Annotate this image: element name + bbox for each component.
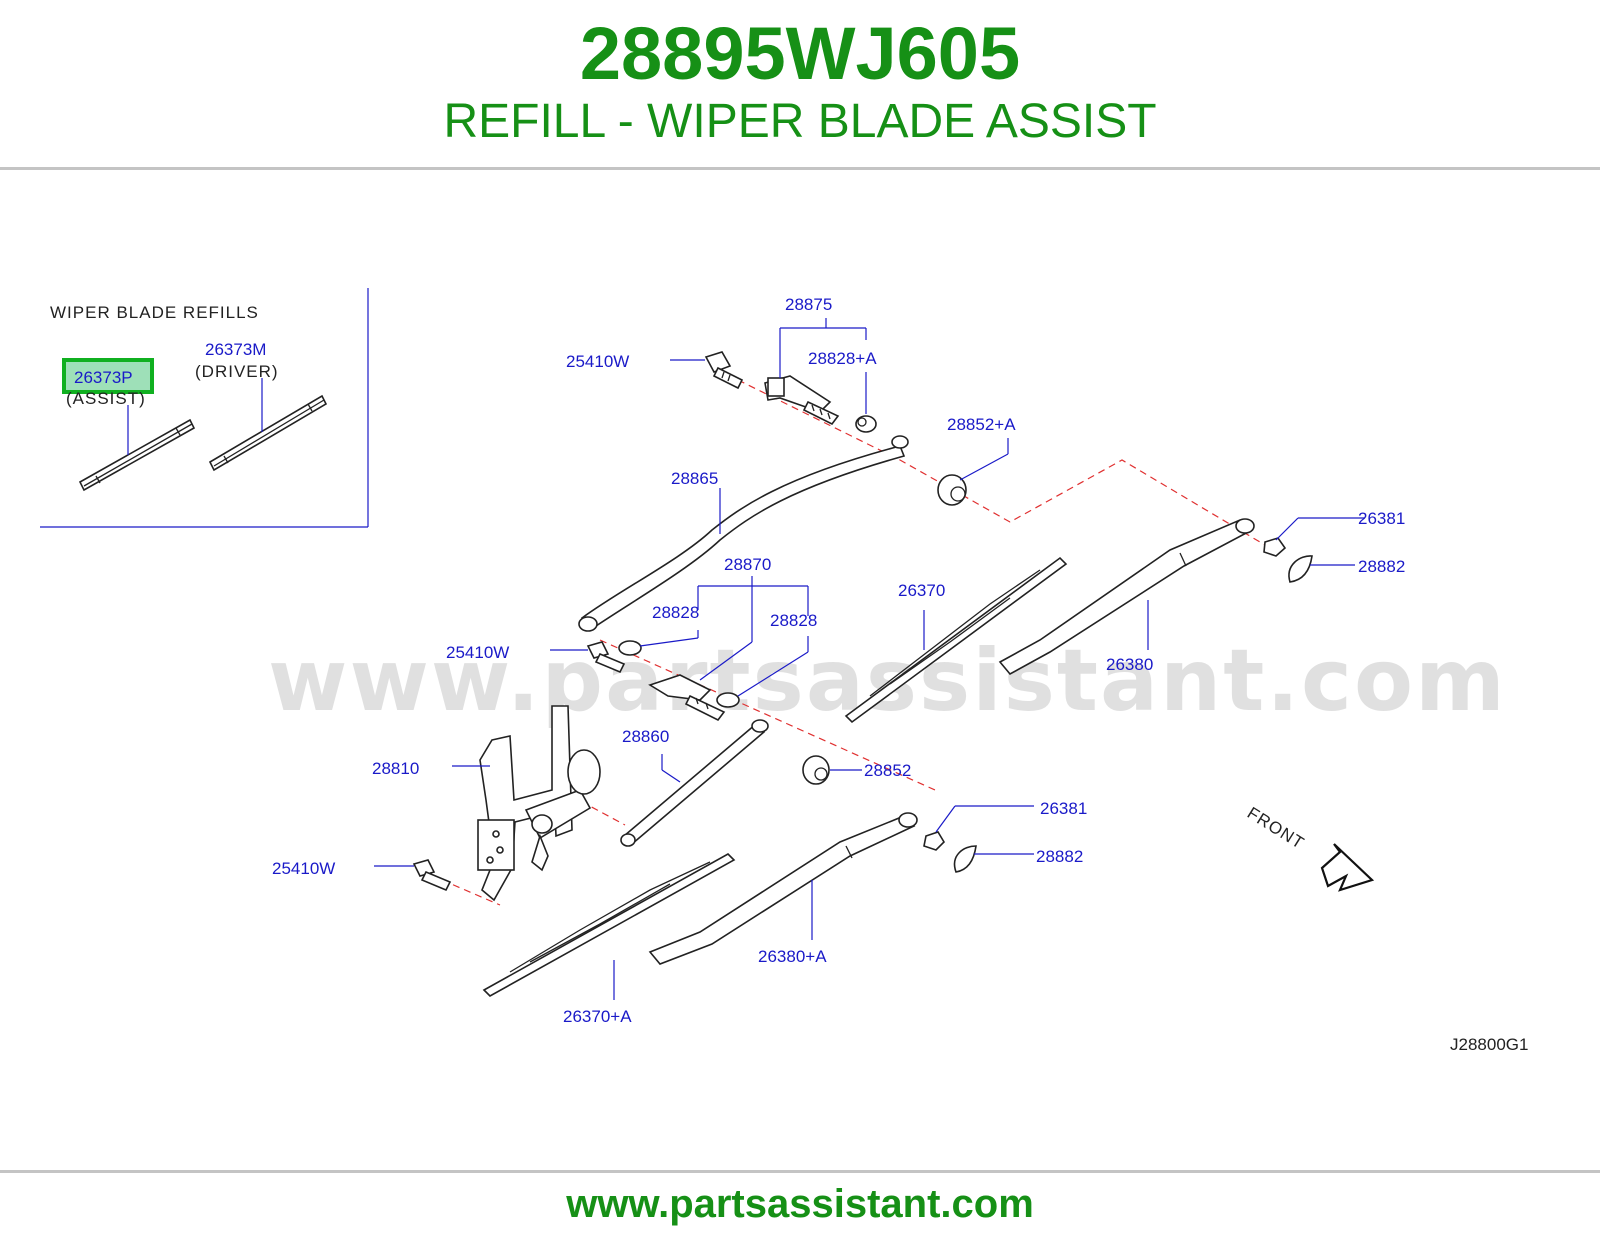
callout-26381-bottom[interactable]: 26381	[1040, 799, 1087, 818]
callout-26373p[interactable]: 26373P	[74, 368, 133, 387]
callout-28828-left[interactable]: 28828	[652, 603, 699, 622]
header-divider	[0, 167, 1600, 170]
link-rod-28865	[578, 435, 909, 632]
inset-title: WIPER BLADE REFILLS	[50, 303, 259, 322]
callout-28882-bottom[interactable]: 28882	[1036, 847, 1083, 866]
cap-28882-bottom	[953, 845, 977, 873]
callout-28828-right[interactable]: 28828	[770, 611, 817, 630]
driver-label: (DRIVER)	[195, 362, 279, 381]
link-rod-28860	[620, 719, 769, 847]
callout-28875[interactable]: 28875	[785, 295, 832, 314]
callout-25410w-top[interactable]: 25410W	[566, 352, 629, 371]
assist-part-highlight	[62, 358, 154, 394]
callout-26373m[interactable]: 26373M	[205, 340, 266, 359]
grommet-28852	[802, 755, 830, 785]
bolt-25410w-bottom	[412, 859, 452, 892]
callout-26370a[interactable]: 26370+A	[563, 1007, 632, 1026]
motor-bracket-28810	[477, 705, 601, 902]
callout-28860[interactable]: 28860	[622, 727, 669, 746]
inset-frame	[40, 288, 369, 528]
bushing-28828a	[855, 415, 877, 433]
front-label: FRONT	[1244, 803, 1308, 853]
callout-26380[interactable]: 26380	[1106, 655, 1153, 674]
bolt-25410w-mid	[586, 641, 626, 674]
grommet-28852a	[937, 474, 967, 506]
callout-26381-top[interactable]: 26381	[1358, 509, 1405, 528]
wiper-arm-26380	[998, 518, 1255, 676]
part-number-title: 28895WJ605	[579, 12, 1021, 95]
bushing-28828-right	[716, 692, 740, 708]
pivot-28875	[764, 375, 840, 426]
callout-28870[interactable]: 28870	[724, 555, 771, 574]
cap-28882-top	[1288, 555, 1313, 583]
refill-assist-icon	[78, 418, 196, 492]
pivot-28870	[648, 674, 726, 722]
diagram-code: J28800G1	[1450, 1035, 1528, 1054]
footer-url-link[interactable]: www.partsassistant.com	[566, 1182, 1034, 1226]
callout-28828a[interactable]: 28828+A	[808, 349, 877, 368]
watermark: www.partsassistant.com	[268, 631, 1507, 731]
nut-26381-top	[1263, 537, 1287, 557]
callout-28852a[interactable]: 28852+A	[947, 415, 1016, 434]
assist-label: (ASSIST)	[66, 389, 146, 408]
callout-26370[interactable]: 26370	[898, 581, 945, 600]
part-name-subtitle: REFILL - WIPER BLADE ASSIST	[443, 95, 1157, 148]
footer-divider	[0, 1170, 1600, 1173]
callout-28882-top[interactable]: 28882	[1358, 557, 1405, 576]
refill-driver-icon	[208, 394, 328, 472]
callout-28852[interactable]: 28852	[864, 761, 911, 780]
callout-leaders	[374, 318, 1365, 1000]
wiper-arm-26380a	[648, 812, 918, 965]
header: 28895WJ605 REFILL - WIPER BLADE ASSIST	[0, 0, 1600, 170]
wiper-blade-26370a	[482, 853, 736, 997]
front-arrow-icon	[1320, 843, 1375, 892]
callout-25410w-mid[interactable]: 25410W	[446, 643, 509, 662]
bushing-28828-left	[618, 640, 642, 656]
bolt-25410w-top	[704, 351, 744, 390]
callout-25410w-bottom[interactable]: 25410W	[272, 859, 335, 878]
callout-26380a[interactable]: 26380+A	[758, 947, 827, 966]
wiper-blade-26370	[844, 556, 1068, 724]
callout-28810[interactable]: 28810	[372, 759, 419, 778]
callout-28865[interactable]: 28865	[671, 469, 718, 488]
nut-26381-bottom	[923, 831, 946, 851]
